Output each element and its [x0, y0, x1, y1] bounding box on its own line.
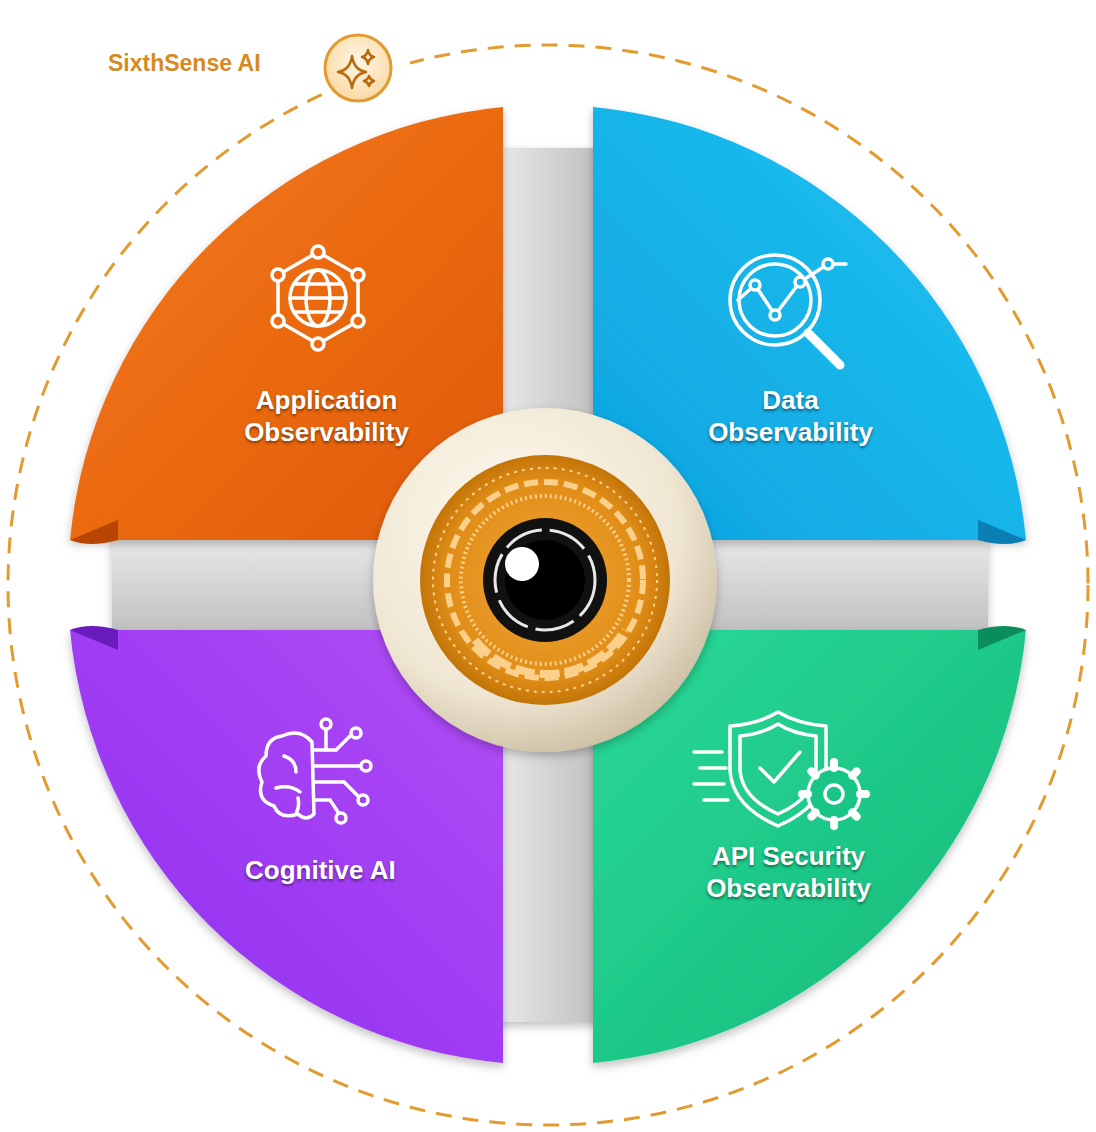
curl	[978, 626, 1026, 650]
eye-highlight	[505, 547, 539, 581]
eye-iris	[420, 455, 670, 705]
segment-title: Cognitive AI	[245, 854, 396, 886]
gear-tooth	[811, 812, 815, 816]
pupil-core	[505, 540, 585, 620]
gear-teeth	[802, 762, 866, 826]
magnifier-icon	[730, 255, 846, 365]
segment-node: Application Observability	[219, 384, 434, 448]
gear-tooth	[811, 771, 815, 775]
eye-ball	[373, 408, 717, 752]
segment-title: Data Observability	[683, 384, 898, 448]
curl	[70, 626, 118, 650]
eye-pupil	[483, 518, 607, 642]
globe-icon	[272, 246, 364, 350]
segment-title: Application Observability	[219, 384, 434, 448]
segment-node: API Security Observability	[681, 840, 896, 904]
segment-title: API Security Observability	[681, 840, 896, 904]
gear-tooth	[860, 790, 866, 798]
gear-tooth	[830, 820, 838, 826]
sparkle-icon	[338, 50, 374, 88]
brain-icon	[259, 719, 371, 823]
gear-tooth	[852, 771, 856, 775]
shield-icon	[694, 712, 860, 826]
pupil-ring	[495, 530, 595, 630]
sparkle-badge	[325, 35, 391, 101]
brand-label: SixthSense AI	[108, 50, 261, 77]
ring-gap	[95, 45, 305, 83]
iris-rings	[433, 468, 657, 692]
gear-tooth	[852, 812, 856, 816]
curl	[70, 520, 118, 544]
segment-node: Cognitive AI	[245, 854, 396, 886]
curl	[978, 520, 1026, 544]
gear-tooth	[802, 790, 808, 798]
gear-tooth	[830, 762, 838, 768]
segment-node: Data Observability	[683, 384, 898, 448]
outer-ring	[8, 45, 1088, 1125]
